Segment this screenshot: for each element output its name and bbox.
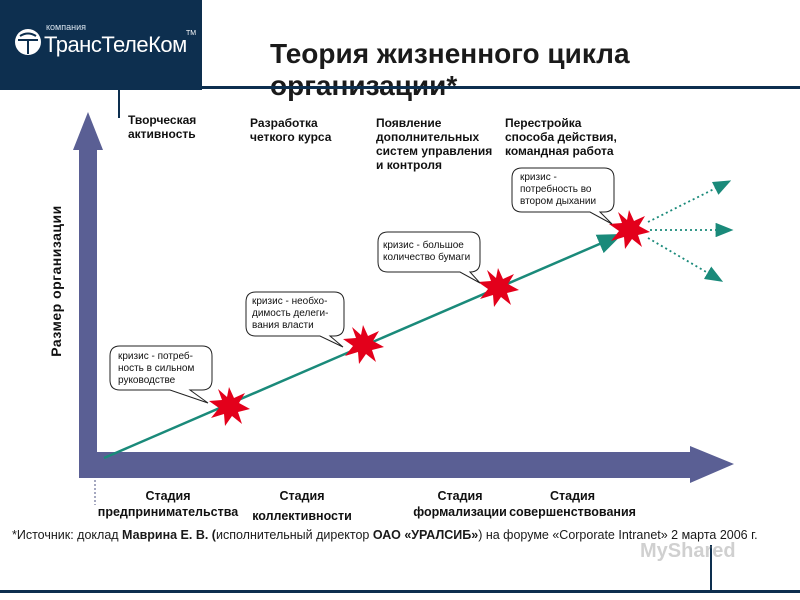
source-prefix: *Источник: доклад [12,528,123,542]
top-label-course: Разработка четкого курса [250,116,332,144]
source-suffix: ) на форуме «Corporate Intranet» 2 марта… [478,528,758,542]
header: компания ТрансТелеКом TM Теория жизненно… [0,0,800,101]
source-author: Маврина Е. В. ( [122,528,216,542]
logo-company-name: ТрансТелеКом [44,32,187,57]
crisis-text-1: кризис - потреб- ность в сильном руковод… [118,351,195,386]
stage-label-perfection: Стадия совершенствования [509,489,636,519]
frame-right-line [710,545,712,590]
crisis-bubble-2 [245,291,345,348]
logo-company-small: компания [46,22,86,32]
page-title: Теория жизненного цикла организации* [270,38,750,102]
y-axis-arrow [73,112,103,470]
frame-vertical-line [118,88,120,118]
crisis-bubble-3 [377,231,481,284]
logo-trademark: TM [186,30,197,37]
crisis-text-3: кризис - большое количество бумаги [383,240,471,263]
page-title-line-2: организации* [270,70,458,101]
future-arrow-up [647,180,732,223]
y-axis-label: Размер организации [48,205,64,357]
top-label-creative: Творческая активность [128,113,197,141]
crisis-star-1 [209,387,250,426]
top-label-control: Появление дополнительных систем управлен… [376,116,493,172]
stage-label-entrepreneurship: Стадия предпринимательства [97,489,239,519]
crisis-bubble-4 [511,167,615,225]
crisis-star-2 [343,325,384,364]
logo-bar: компания ТрансТелеКом TM [0,0,202,90]
stage-label-collectivity: Стадия коллективности [252,489,352,523]
crisis-text-4: кризис - потребность во втором дыхании [520,172,597,207]
page-title-line-1: Теория жизненного цикла [270,38,630,69]
frame-top-line [202,86,800,89]
future-arrow-down [647,237,724,282]
watermark: MyShared [640,540,736,562]
frame-bottom-line [0,590,800,593]
top-label-teamwork: Перестройка способа действия, командная … [505,116,617,158]
crisis-star-4 [609,210,650,249]
source-org: ОАО «УРАЛСИБ» [372,528,479,542]
crisis-star-3 [478,268,519,307]
crisis-text-2: кризис - необхо- димость делеги- вания в… [252,296,329,331]
source-role: исполнительный директор [215,528,373,542]
logo-icon [15,29,41,55]
stage-label-formalization: Стадия формализации [413,489,507,519]
source-footnote: *Источник: доклад Маврина Е. В. (исполни… [12,528,758,542]
x-axis-arrow [79,446,734,483]
crisis-bubble-1 [109,345,213,404]
